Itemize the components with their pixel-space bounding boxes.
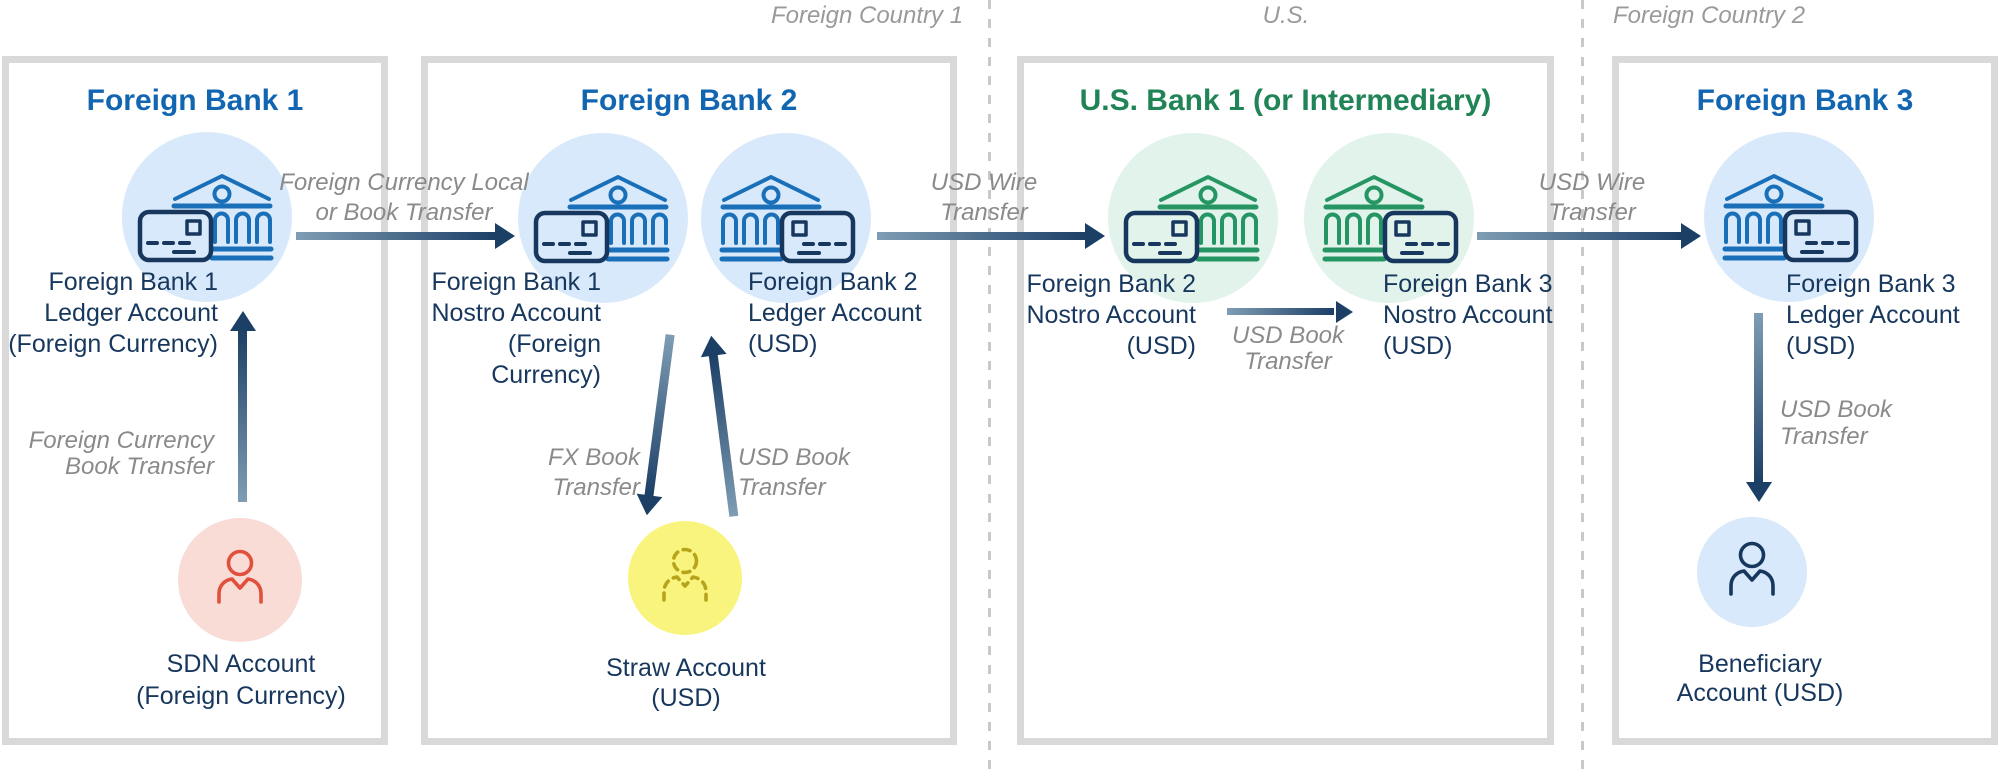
region-divider-line [988,0,991,770]
arrow-ledger-to-beneficiary [1754,313,1763,483]
panel-title-foreign-bank-1: Foreign Bank 1 [86,84,304,117]
region-label-us: U.S. [1262,2,1310,29]
node-sdn-account [178,518,302,642]
node-fb2-ledger-account [701,133,871,303]
arrow-fb1-to-fb2 [296,232,496,240]
panel-foreign-bank-2 [421,56,957,745]
arrow-nostro-book-transfer [1227,308,1334,315]
panel-title-foreign-bank-3: Foreign Bank 3 [1696,84,1914,117]
panel-title-foreign-bank-2: Foreign Bank 2 [580,84,798,117]
node-beneficiary-account [1697,517,1807,627]
arrow-fb2-to-usbank [877,232,1086,240]
node-fb2-nostro-account [1108,133,1278,303]
arrow-usbank-to-fb3 [1477,232,1682,240]
person-dashed-icon [653,544,717,608]
bank-card-icon [1719,166,1859,266]
bank-card-icon [1123,167,1263,267]
panel-title-us-bank-1: U.S. Bank 1 (or Intermediary) [1079,84,1492,117]
bank-card-icon [1319,167,1459,267]
node-fb3-ledger-account [1704,132,1874,302]
bank-card-icon [716,167,856,267]
node-fb1-ledger-account [122,132,292,302]
person-icon [1720,538,1784,602]
node-fb3-nostro-account [1304,133,1474,303]
node-straw-account [628,521,742,635]
arrow-sdn-to-ledger [238,330,247,502]
region-divider-line [1581,0,1584,770]
person-icon [208,546,272,610]
label-sdn-account: SDN Account(Foreign Currency) [136,650,346,710]
panel-us-bank-1 [1017,56,1554,745]
region-label-foreign-country-2: Foreign Country 2 [1612,2,1806,29]
region-label-foreign-country-1: Foreign Country 1 [770,2,964,29]
node-fb1-nostro-account [518,133,688,303]
label-straw-account: Straw Account(USD) [606,654,766,712]
